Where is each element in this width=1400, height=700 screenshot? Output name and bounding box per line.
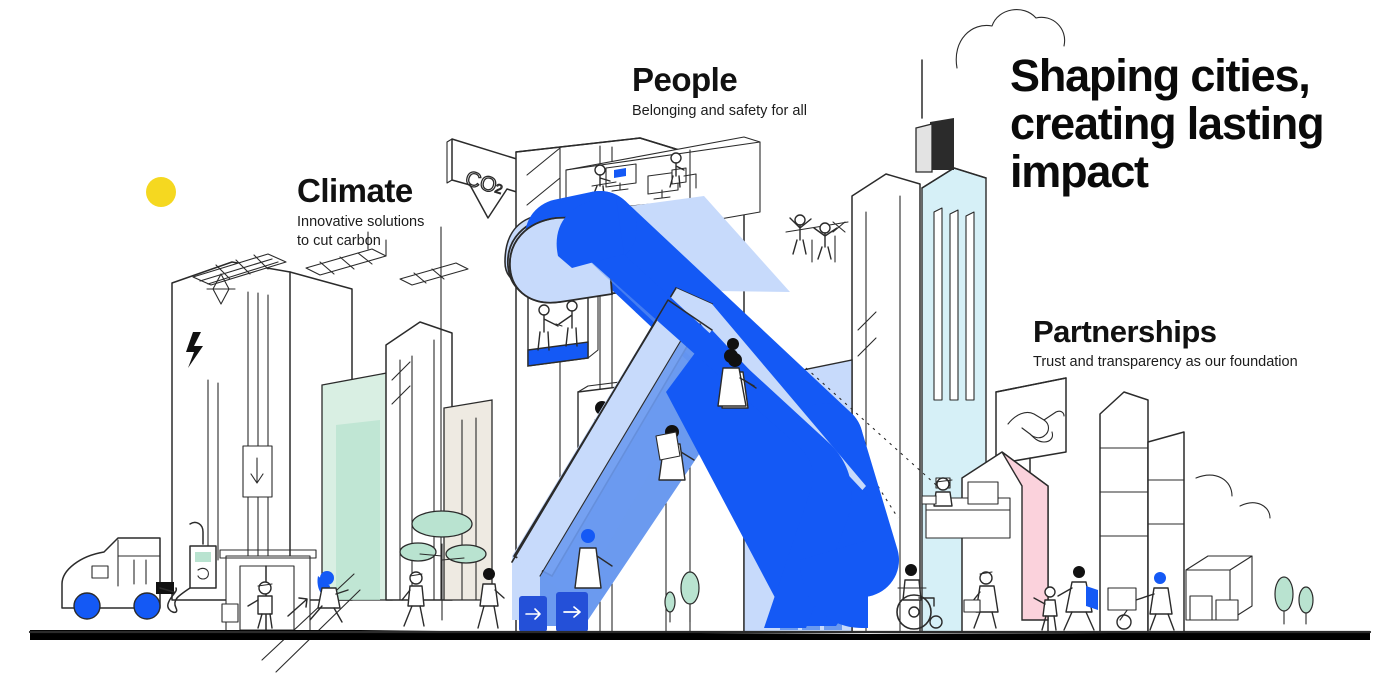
page-headline: Shaping cities, creating lasting impact — [1010, 50, 1360, 198]
celebrating-people — [785, 214, 849, 263]
climate-title: Climate — [297, 172, 413, 209]
building-entry — [219, 549, 317, 633]
climate-subtitle: Innovative solutions to cut carbon — [297, 213, 447, 252]
lightning-bolt-icon — [186, 332, 203, 368]
headline-line-3: impact — [1010, 146, 1149, 198]
depot-boxes — [1185, 555, 1253, 621]
ev-charger-icon — [159, 521, 217, 614]
handshake-icon — [1007, 410, 1065, 443]
handshake-pair — [537, 300, 578, 351]
cloud-icon — [955, 9, 1066, 69]
pod-handshake — [527, 281, 599, 367]
worker-at-monitor — [589, 163, 637, 203]
rider-middle — [655, 425, 695, 481]
person-on-ramp — [717, 349, 755, 407]
building-solar — [171, 231, 469, 601]
pedestrian-hand-truck — [1107, 572, 1175, 631]
pedestrian-walker-2 — [477, 568, 505, 629]
section-label-climate: Climate Innovative solutions to cut carb… — [297, 172, 447, 252]
climate-subtitle-line-2: to cut carbon — [297, 233, 381, 250]
building-mint-left — [321, 371, 393, 601]
co2-reduction-sign: CO 2 — [446, 138, 546, 219]
pedestrian-adult-child — [1033, 566, 1098, 631]
section-label-partnerships: Partnerships Trust and transparency as o… — [1033, 314, 1298, 372]
pedestrians — [309, 564, 1175, 631]
section-label-people: People Belonging and safety for all — [632, 61, 807, 121]
worker-at-laptop — [647, 152, 697, 200]
partnerships-subtitle: Trust and transparency as our foundation — [1033, 353, 1298, 370]
person-at-desk — [921, 477, 953, 507]
tree-group-right — [1274, 576, 1314, 625]
sun-icon — [146, 177, 176, 207]
briefcase-icon — [963, 599, 981, 613]
headline-line-2: creating lasting — [1010, 98, 1325, 150]
climate-subtitle-line-1: Innovative solutions — [297, 213, 425, 230]
sparkle-icon — [206, 273, 236, 305]
partnerships-title: Partnerships — [1033, 314, 1217, 349]
handshake-billboard — [995, 377, 1067, 483]
arrow-up-right-icon — [287, 597, 308, 617]
pedestrian-wheelchair — [896, 564, 943, 630]
arrow-right-icon — [525, 608, 541, 620]
ev-van — [61, 537, 174, 620]
headline-line-1: Shaping cities, — [1010, 50, 1311, 101]
arrow-right-icon — [563, 606, 581, 618]
pedestrian-walker-1 — [401, 571, 425, 627]
rider-bottom — [574, 529, 613, 589]
people-title: People — [632, 61, 738, 98]
dotted-connector-lines — [805, 367, 945, 519]
wayfinding-signs[interactable] — [519, 592, 588, 632]
tree-group-center — [664, 571, 700, 623]
tree-group-left — [399, 510, 487, 621]
pedestrian-briefcase — [963, 571, 999, 629]
people-subtitle: Belonging and safety for all — [632, 102, 807, 119]
pedestrian-runner — [309, 571, 349, 623]
rider-upper-ramp — [727, 338, 739, 350]
person-in-doorway — [247, 581, 273, 629]
hand-truck-icon — [1107, 587, 1137, 630]
